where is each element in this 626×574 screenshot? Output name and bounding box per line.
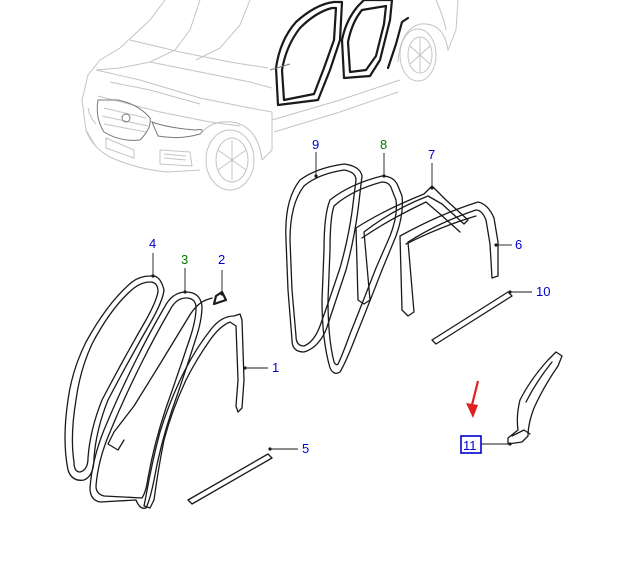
callout-7[interactable]: 7: [428, 147, 435, 162]
callout-3[interactable]: 3: [181, 252, 188, 267]
part-10-shape: [431, 291, 513, 345]
callout-4[interactable]: 4: [149, 236, 156, 251]
callout-9[interactable]: 9: [312, 137, 319, 152]
leader-lines: [151, 152, 532, 451]
callout-10[interactable]: 10: [536, 284, 550, 299]
part-6-shape: [399, 201, 499, 317]
callout-8[interactable]: 8: [380, 137, 387, 152]
part-11-shape: [507, 351, 563, 445]
part-2-shape: [212, 290, 228, 306]
part-5-shape: [187, 453, 273, 505]
part-9-shape: [285, 163, 363, 353]
rear-door-seal-set: [285, 163, 513, 374]
callout-2[interactable]: 2: [218, 252, 225, 267]
callout-1[interactable]: 1: [272, 360, 279, 375]
part-3-shape: [89, 291, 203, 509]
callout-labels: 1 2 3 4 5 6 7 8 9 10 11: [149, 137, 550, 456]
part-8-shape: [321, 175, 404, 374]
callout-11-highlight-box: [460, 435, 482, 454]
callout-5[interactable]: 5: [302, 441, 309, 456]
part-11-group: [507, 351, 563, 445]
front-door-seal-set: [64, 275, 273, 509]
vehicle-illustration: [81, 0, 459, 191]
callout-11[interactable]: 11: [463, 438, 477, 453]
callout-6[interactable]: 6: [515, 237, 522, 252]
part-1-shape: [143, 313, 245, 509]
part-7-shape: [355, 185, 469, 305]
red-arrow-icon: [466, 380, 480, 418]
part-4-shape: [64, 275, 165, 481]
